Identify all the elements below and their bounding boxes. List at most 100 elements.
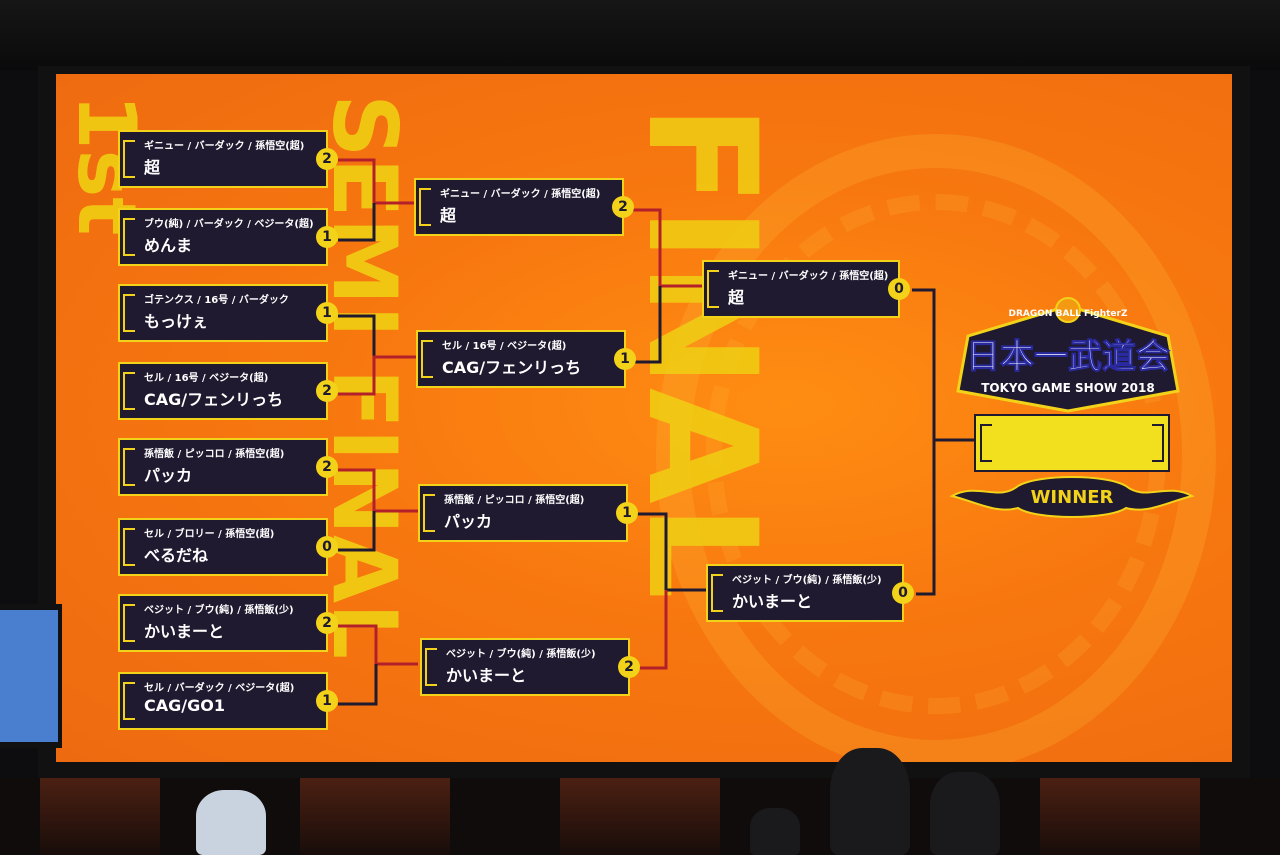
connector-r1-1 (338, 158, 416, 205)
player-name: CAG/フェンリっち (144, 390, 284, 409)
winner-label: WINNER (1031, 487, 1114, 508)
match-semi-2[interactable]: セル / 16号 / ベジータ(超) CAG/フェンリっち 1 (416, 330, 636, 388)
match-semi-3[interactable]: 孫悟飯 / ピッコロ / 孫悟空(超) パッカ 1 (418, 484, 638, 542)
player-name: べるだね (144, 546, 209, 565)
player-name: 超 (440, 206, 457, 225)
player-name: 超 (144, 158, 161, 177)
tournament-bracket-screen: 1st SEMI FINAL FINAL (56, 74, 1232, 762)
character-lineup: ギニュー / バーダック / 孫悟空(超) (728, 271, 889, 282)
connector-semi-1 (630, 208, 704, 288)
stage-light (300, 778, 450, 855)
score-badge: 0 (316, 536, 338, 558)
character-lineup: ギニュー / バーダック / 孫悟空(超) (440, 189, 601, 200)
match-final-2[interactable]: ベジット / ブウ(純) / 孫悟飯(少) かいまーと 0 (706, 564, 914, 622)
winner-name-box[interactable] (974, 414, 1170, 472)
stage-light (560, 778, 720, 855)
side-monitor-display (0, 610, 58, 742)
ornament (123, 218, 135, 256)
ornament (423, 494, 435, 532)
character-lineup: ベジット / ブウ(純) / 孫悟飯(少) (144, 605, 294, 616)
player-name: もっけぇ (144, 312, 209, 331)
ornament (123, 372, 135, 410)
ornament (123, 448, 135, 486)
match-r1-5[interactable]: 孫悟飯 / ピッコロ / 孫悟空(超) パッカ 2 (118, 438, 338, 496)
venue-ceiling (0, 0, 1280, 70)
player-name: かいまーと (732, 592, 813, 611)
score-badge: 0 (892, 582, 914, 604)
ornament (711, 574, 723, 612)
side-monitor (0, 604, 62, 748)
ornament (123, 682, 135, 720)
character-lineup: 孫悟飯 / ピッコロ / 孫悟空(超) (144, 449, 285, 460)
connector-final-1 (912, 288, 974, 442)
stage-light (40, 778, 160, 855)
match-semi-4[interactable]: ベジット / ブウ(純) / 孫悟飯(少) かいまーと 2 (420, 638, 640, 696)
match-semi-1[interactable]: ギニュー / バーダック / 孫悟空(超) 超 2 (414, 178, 634, 236)
ornament (421, 340, 433, 378)
match-r1-4[interactable]: セル / 16号 / ベジータ(超) CAG/フェンリっち 2 (118, 362, 338, 420)
connector-semi-3 (634, 512, 708, 592)
match-final-1[interactable]: ギニュー / バーダック / 孫悟空(超) 超 0 (702, 260, 910, 318)
logo-title: 日本一武道会 (966, 337, 1170, 377)
ornament (419, 188, 431, 226)
connector-r1-6 (338, 511, 376, 552)
character-lineup: 孫悟飯 / ピッコロ / 孫悟空(超) (444, 495, 585, 506)
stage-light (1040, 778, 1200, 855)
connector-r1-7 (338, 624, 418, 666)
audience-person (830, 748, 910, 855)
score-badge: 0 (888, 278, 910, 300)
match-r1-8[interactable]: セル / バーダック / ベジータ(超) CAG/GO1 1 (118, 672, 338, 730)
character-lineup: ギニュー / バーダック / 孫悟空(超) (144, 141, 305, 152)
ornament (123, 140, 135, 178)
audience-person (750, 808, 800, 855)
match-r1-1[interactable]: ギニュー / バーダック / 孫悟空(超) 超 2 (118, 130, 338, 188)
connector-r1-3 (338, 314, 376, 357)
game-logo-text: DRAGON BALL FighterZ (1009, 309, 1128, 319)
score-badge: 2 (316, 380, 338, 402)
connector-r1-8 (338, 664, 378, 706)
score-badge: 1 (616, 502, 638, 524)
player-name: CAG/フェンリっち (442, 358, 582, 377)
character-lineup: ゴテンクス / 16号 / バーダック (144, 295, 289, 306)
score-badge: 2 (316, 612, 338, 634)
connector-r1-4 (338, 355, 416, 396)
score-badge: 2 (316, 148, 338, 170)
player-name: パッカ (144, 466, 193, 485)
score-badge: 2 (316, 456, 338, 478)
winner-banner: WINNER (949, 476, 1195, 518)
player-name: かいまーと (144, 622, 225, 641)
score-badge: 1 (316, 690, 338, 712)
connector-r1-5 (338, 468, 418, 513)
match-r1-7[interactable]: ベジット / ブウ(純) / 孫悟飯(少) かいまーと 2 (118, 594, 338, 652)
stage-floor (0, 778, 1280, 855)
ornament (123, 528, 135, 566)
ornament (980, 424, 992, 462)
player-name: CAG/GO1 (144, 696, 225, 715)
audience-person (196, 790, 266, 855)
connector-final-2 (916, 440, 936, 596)
character-lineup: セル / ブロリー / 孫悟空(超) (144, 529, 275, 540)
ornament (425, 648, 437, 686)
ornament (707, 270, 719, 308)
match-r1-2[interactable]: ブウ(純) / バーダック / ベジータ(超) めんま 1 (118, 208, 338, 266)
ornament (1152, 424, 1164, 462)
dragon-ball-icon (1055, 297, 1081, 323)
player-name: めんま (144, 236, 193, 255)
player-name: 超 (728, 288, 745, 307)
tournament-logo: DRAGON BALL FighterZ 日本一武道会 TOKYO GAME S… (956, 297, 1180, 413)
score-badge: 1 (316, 226, 338, 248)
audience-person (930, 772, 1000, 855)
character-lineup: ブウ(純) / バーダック / ベジータ(超) (144, 219, 314, 230)
connector-semi-4 (634, 590, 668, 670)
score-badge: 2 (618, 656, 640, 678)
match-r1-3[interactable]: ゴテンクス / 16号 / バーダック もっけぇ 1 (118, 284, 338, 342)
bracket-connector-lines (338, 158, 974, 706)
character-lineup: セル / 16号 / ベジータ(超) (442, 341, 567, 352)
player-name: かいまーと (446, 666, 527, 685)
score-badge: 2 (612, 196, 634, 218)
match-r1-6[interactable]: セル / ブロリー / 孫悟空(超) べるだね 0 (118, 518, 338, 576)
character-lineup: セル / バーダック / ベジータ(超) (144, 683, 295, 694)
logo-subtitle: TOKYO GAME SHOW 2018 (981, 381, 1154, 395)
character-lineup: ベジット / ブウ(純) / 孫悟飯(少) (446, 649, 596, 660)
